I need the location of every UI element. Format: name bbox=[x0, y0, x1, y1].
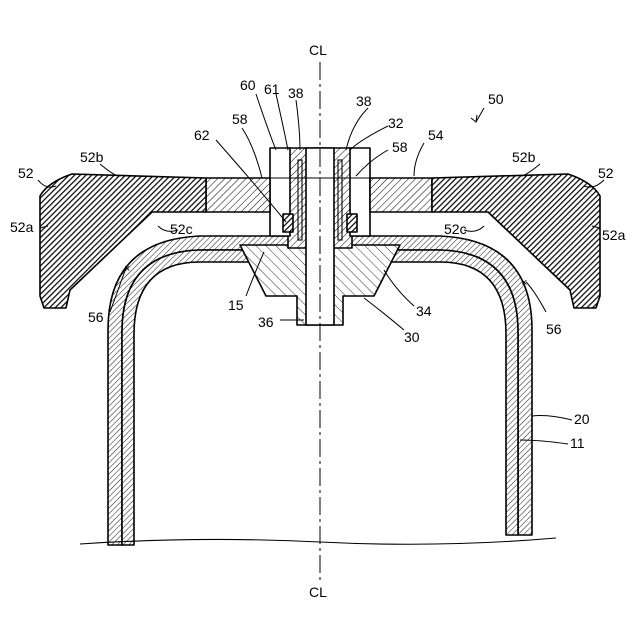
label-34: 34 bbox=[416, 303, 432, 319]
label-50: 50 bbox=[488, 91, 504, 107]
label-62: 62 bbox=[194, 127, 210, 143]
plate-54-right bbox=[370, 178, 432, 212]
label-52a-right: 52a bbox=[602, 227, 626, 243]
label-60: 60 bbox=[240, 77, 256, 93]
plate-54-left bbox=[206, 178, 270, 212]
label-38-right: 38 bbox=[356, 93, 372, 109]
label-52-right: 52 bbox=[598, 165, 614, 181]
label-54: 54 bbox=[428, 127, 444, 143]
label-32: 32 bbox=[388, 115, 404, 131]
label-38-left: 38 bbox=[288, 85, 304, 101]
label-36: 36 bbox=[258, 314, 274, 330]
label-11: 11 bbox=[570, 435, 585, 451]
label-15: 15 bbox=[228, 297, 244, 313]
label-cl-bottom: CL bbox=[309, 584, 327, 600]
break-line bbox=[80, 538, 556, 544]
seal-62-left bbox=[283, 214, 293, 232]
label-58-left: 58 bbox=[232, 111, 248, 127]
label-61: 61 bbox=[264, 81, 280, 97]
mark-56-right: × bbox=[521, 277, 527, 289]
label-58-right: 58 bbox=[392, 139, 408, 155]
label-52b-right: 52b bbox=[512, 149, 536, 165]
label-cl-top: CL bbox=[309, 42, 327, 58]
label-52a-left: 52a bbox=[10, 219, 34, 235]
label-56-right: 56 bbox=[546, 321, 562, 337]
mark-56-left: × bbox=[124, 263, 130, 275]
label-30: 30 bbox=[404, 329, 420, 345]
seal-62-right bbox=[347, 214, 357, 232]
label-56-left: 56 bbox=[88, 309, 104, 325]
label-52c-right: 52c bbox=[444, 221, 467, 237]
label-20: 20 bbox=[574, 411, 590, 427]
label-52b-left: 52b bbox=[80, 149, 104, 165]
label-52c-left: 52c bbox=[170, 221, 193, 237]
label-52-left: 52 bbox=[18, 165, 34, 181]
